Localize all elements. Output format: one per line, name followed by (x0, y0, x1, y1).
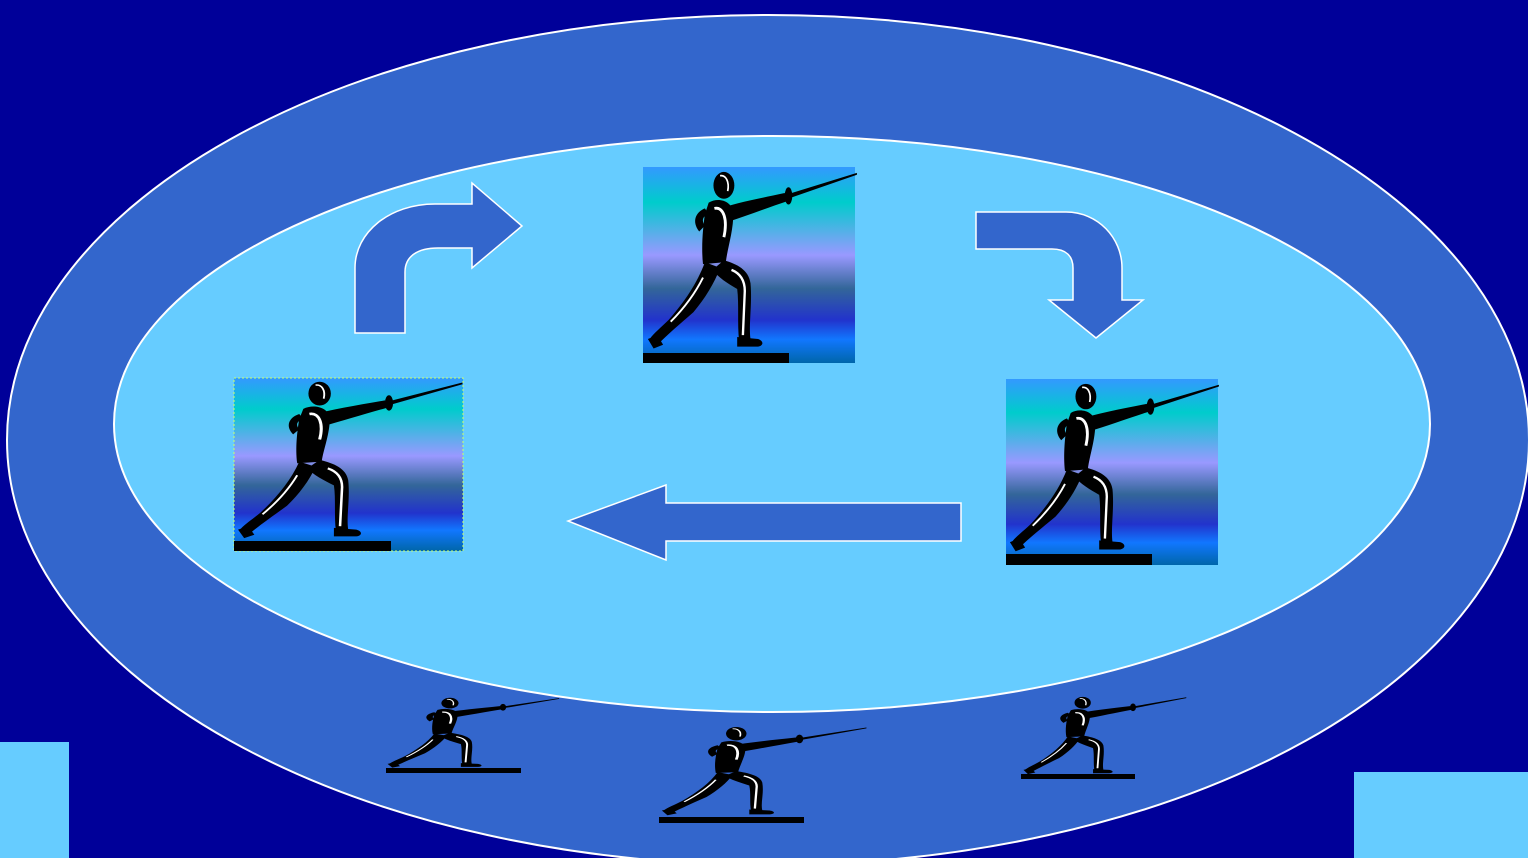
corner-block-right (1354, 772, 1528, 858)
corner-block-left (0, 742, 69, 858)
fencer-card-left (234, 378, 463, 551)
fencer-card-right (1006, 379, 1219, 565)
fencer-card-top (643, 167, 857, 363)
